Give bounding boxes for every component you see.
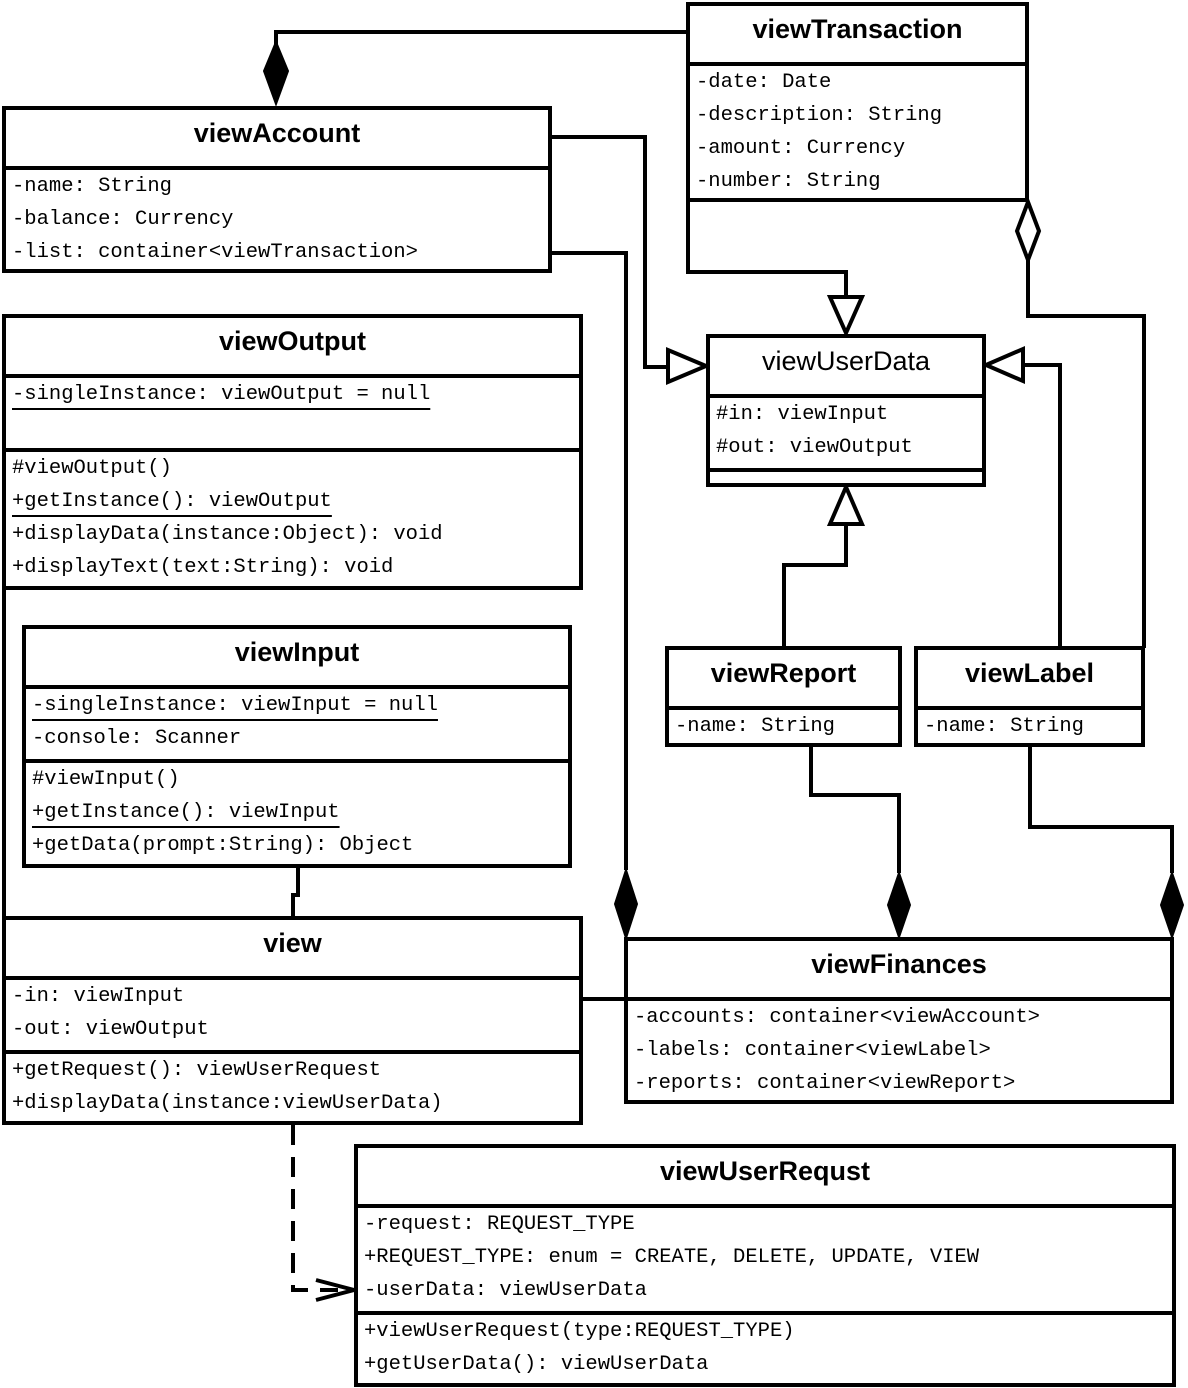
composition-diamond-labels-finances (1159, 869, 1185, 941)
attribute: -balance: Currency (12, 208, 234, 231)
class-name: viewUserRequst (358, 1148, 1172, 1208)
class-name: view (6, 920, 579, 980)
class-viewTransaction: viewTransaction -date: Date -description… (686, 2, 1029, 202)
generalization-arrow-label (980, 345, 1025, 385)
class-name: viewUserData (710, 338, 982, 398)
operation: +getData(prompt:String): Object (32, 834, 414, 857)
operations-section: +getRequest(): viewUserRequest +displayD… (6, 1054, 579, 1120)
attribute: -reports: container<viewReport> (634, 1072, 1016, 1095)
attribute: -in: viewInput (12, 985, 185, 1008)
class-viewAccount: viewAccount -name: String -balance: Curr… (2, 106, 552, 273)
class-name: viewLabel (918, 650, 1141, 710)
attribute: -console: Scanner (32, 727, 242, 750)
attribute: -date: Date (696, 71, 832, 94)
generalization-arrow-report (826, 481, 866, 526)
operation: +displayText(text:String): void (12, 556, 394, 579)
attribute: -labels: container<viewLabel> (634, 1039, 991, 1062)
composition-line-transaction-account (274, 30, 688, 45)
class-name: viewTransaction (690, 6, 1025, 66)
attributes-section: -name: String -balance: Currency -list: … (6, 170, 548, 269)
operation: #viewOutput() (12, 457, 172, 480)
class-viewUserRequst: viewUserRequst -request: REQUEST_TYPE +R… (354, 1144, 1176, 1387)
attributes-section: -singleInstance: viewInput = null -conso… (26, 689, 568, 763)
class-view: view -in: viewInput -out: viewOutput +ge… (2, 916, 583, 1125)
class-name: viewInput (26, 629, 568, 689)
attribute: -name: String (924, 715, 1084, 738)
composition-diamond-view-account (262, 39, 290, 107)
class-name: viewAccount (6, 110, 548, 170)
association-line-input-view (291, 866, 300, 918)
attributes-section: -name: String (669, 710, 898, 743)
attribute: +REQUEST_TYPE: enum = CREATE, DELETE, UP… (364, 1246, 980, 1269)
attributes-section: -singleInstance: viewOutput = null (6, 378, 579, 452)
operation: #viewInput() (32, 768, 180, 791)
attribute: #out: viewOutput (716, 436, 913, 459)
generalization-line-transaction-userdata (686, 202, 848, 297)
generalization-arrow-transaction (826, 295, 866, 338)
attribute: -list: container<viewTransaction> (12, 241, 418, 264)
operations-section: +viewUserRequest(type:REQUEST_TYPE) +get… (358, 1315, 1172, 1381)
class-viewLabel: viewLabel -name: String (914, 646, 1145, 747)
class-viewFinances: viewFinances -accounts: container<viewAc… (624, 937, 1174, 1104)
attribute: -userData: viewUserData (364, 1279, 647, 1302)
attribute: -request: REQUEST_TYPE (364, 1213, 635, 1236)
class-viewOutput: viewOutput -singleInstance: viewOutput =… (2, 314, 583, 590)
attribute: -amount: Currency (696, 137, 906, 160)
attributes-section: #in: viewInput #out: viewOutput (710, 398, 982, 472)
composition-line-label-finances (1028, 746, 1174, 873)
class-viewUserData: viewUserData #in: viewInput #out: viewOu… (706, 334, 986, 487)
composition-diamond-accounts-finances (613, 866, 639, 942)
operation: +getUserData(): viewUserData (364, 1353, 709, 1376)
static-attribute: -singleInstance: viewInput = null (32, 694, 438, 717)
generalization-arrow-account (666, 346, 712, 386)
attributes-section: -name: String (918, 710, 1141, 743)
operations-section: #viewOutput() +getInstance(): viewOutput… (6, 452, 579, 584)
class-viewInput: viewInput -singleInstance: viewInput = n… (22, 625, 572, 868)
attributes-section: -date: Date -description: String -amount… (690, 66, 1025, 198)
operations-section: #viewInput() +getInstance(): viewInput +… (26, 763, 568, 862)
attribute: -number: String (696, 170, 881, 193)
static-attribute: -singleInstance: viewOutput = null (12, 383, 431, 406)
generalization-line-label-userdata (1024, 363, 1062, 648)
attributes-section: -in: viewInput -out: viewOutput (6, 980, 579, 1054)
attributes-section: -request: REQUEST_TYPE +REQUEST_TYPE: en… (358, 1208, 1172, 1315)
class-name: viewFinances (628, 941, 1170, 1001)
aggregation-line-label-transaction (1026, 260, 1146, 648)
attribute: -description: String (696, 104, 943, 127)
operation: +displayData(instance:viewUserData) (12, 1092, 443, 1115)
class-name: viewReport (669, 650, 898, 710)
attributes-section: -accounts: container<viewAccount> -label… (628, 1001, 1170, 1100)
class-viewReport: viewReport -name: String (665, 646, 902, 747)
composition-line-report-finances (809, 746, 901, 873)
attribute: -accounts: container<viewAccount> (634, 1006, 1040, 1029)
static-operation: +getInstance(): viewInput (32, 801, 340, 824)
composition-diamond-reports-finances (886, 869, 912, 941)
operation: +getRequest(): viewUserRequest (12, 1059, 382, 1082)
generalization-line-account-userdata (552, 135, 668, 369)
operation: +displayData(instance:Object): void (12, 523, 443, 546)
composition-line-account-finances (552, 251, 628, 870)
aggregation-diamond-label-transaction (1014, 196, 1042, 266)
class-name: viewOutput (6, 318, 579, 378)
operation: +viewUserRequest(type:REQUEST_TYPE) (364, 1320, 795, 1343)
attribute: -out: viewOutput (12, 1018, 209, 1041)
attribute: -name: String (675, 715, 835, 738)
attribute: #in: viewInput (716, 403, 889, 426)
dependency-line-view-request (291, 1125, 338, 1292)
attribute: -name: String (12, 175, 172, 198)
static-operation: +getInstance(): viewOutput (12, 490, 332, 513)
generalization-line-report-userdata (782, 526, 848, 648)
